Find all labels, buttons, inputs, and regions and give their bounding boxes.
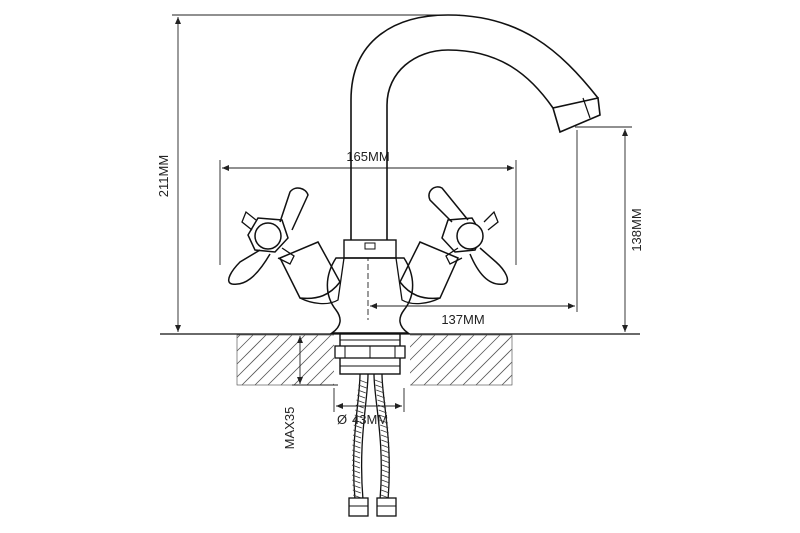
hose-braid-mark bbox=[352, 489, 361, 494]
hatch-line bbox=[236, 334, 267, 365]
hatch-line bbox=[449, 334, 501, 386]
hatch-line bbox=[236, 334, 254, 352]
hose-braid-mark bbox=[352, 434, 362, 439]
hatch-line bbox=[236, 334, 241, 339]
hatch-line bbox=[501, 374, 513, 386]
dimension-total-height: 211MM bbox=[156, 14, 460, 332]
hose-braid-mark bbox=[353, 429, 362, 434]
label-total-height: 211MM bbox=[156, 155, 171, 197]
hose-braid-mark bbox=[378, 409, 387, 414]
hose-braid-mark bbox=[381, 469, 391, 474]
hose-braid-mark bbox=[352, 479, 361, 484]
hatch-line bbox=[462, 335, 513, 386]
hose-braid-mark bbox=[352, 474, 361, 479]
hose-braid-mark bbox=[381, 479, 390, 484]
hose-braid-mark bbox=[381, 484, 390, 489]
hose-braid-mark bbox=[380, 424, 389, 429]
hatch-line bbox=[280, 334, 332, 386]
dimension-max-thickness: MAX35 bbox=[282, 336, 338, 449]
hose-braid-mark bbox=[352, 449, 361, 454]
label-max-thickness: MAX35 bbox=[282, 407, 297, 450]
hose-braid-mark bbox=[380, 429, 389, 434]
mounting-nut bbox=[334, 333, 406, 375]
hose-braid-mark bbox=[359, 379, 368, 384]
hatch-line bbox=[488, 361, 513, 386]
hose-braid-mark bbox=[354, 419, 363, 424]
hose-braid-mark bbox=[381, 464, 391, 469]
hose-braid-mark bbox=[381, 439, 390, 444]
hose-braid-mark bbox=[354, 414, 363, 419]
left-cross-handle bbox=[228, 187, 309, 286]
hose-braid-mark bbox=[379, 419, 388, 424]
hatch-line bbox=[241, 334, 293, 386]
label-spout-height: 138MM bbox=[629, 208, 644, 251]
hose-braid-mark bbox=[357, 389, 366, 394]
hose-braid-mark bbox=[352, 444, 361, 449]
hose-braid-mark bbox=[380, 434, 390, 439]
label-hole-diameter-symbol: Ø bbox=[337, 412, 347, 427]
spout bbox=[350, 14, 601, 245]
hose-braid-mark bbox=[352, 439, 361, 444]
faucet-body bbox=[326, 239, 414, 334]
flexible-hoses bbox=[348, 373, 397, 517]
dimension-spout-reach: 137MM bbox=[367, 130, 578, 327]
hose-braid-mark bbox=[381, 459, 391, 464]
hose-braid-mark bbox=[374, 379, 383, 384]
hatch-line bbox=[254, 334, 306, 386]
hose-braid-mark bbox=[351, 454, 361, 459]
hose-braid-mark bbox=[358, 384, 367, 389]
right-cross-handle bbox=[428, 186, 509, 286]
hose-braid-mark bbox=[379, 414, 388, 419]
hose-braid-mark bbox=[353, 424, 362, 429]
hose-braid-mark bbox=[376, 389, 385, 394]
dimension-hole-diameter: Ø 43MM bbox=[333, 388, 405, 427]
hatch-line bbox=[436, 334, 488, 386]
hose-braid-mark bbox=[357, 394, 366, 399]
hose-braid-mark bbox=[352, 484, 361, 489]
hatch-line bbox=[236, 334, 280, 378]
hose-braid-mark bbox=[377, 399, 386, 404]
label-hole-diameter: 43MM bbox=[352, 412, 388, 427]
hatch-line bbox=[267, 334, 319, 386]
hose-braid-mark bbox=[351, 469, 361, 474]
left-valve-housing bbox=[278, 241, 345, 305]
hose-braid-mark bbox=[356, 399, 365, 404]
hatch-line bbox=[423, 334, 475, 386]
hose-braid-mark bbox=[381, 454, 391, 459]
hose-braid-mark bbox=[351, 464, 361, 469]
hatch-line bbox=[410, 334, 462, 386]
hose-braid-mark bbox=[351, 459, 361, 464]
label-handle-width: 165MM bbox=[346, 149, 389, 164]
right-valve-housing bbox=[395, 241, 459, 305]
hatch-line bbox=[475, 348, 513, 386]
hose-braid-mark bbox=[375, 384, 384, 389]
hose-braid-mark bbox=[381, 444, 390, 449]
label-spout-reach: 137MM bbox=[441, 312, 484, 327]
hose-braid-mark bbox=[381, 474, 390, 479]
hose-braid-mark bbox=[376, 394, 385, 399]
hose-braid-mark bbox=[381, 489, 390, 494]
hose-braid-mark bbox=[355, 409, 364, 414]
hose-braid-mark bbox=[381, 449, 390, 454]
dimension-spout-height: 138MM bbox=[575, 126, 644, 332]
dimension-handle-width: 165MM bbox=[219, 149, 517, 265]
